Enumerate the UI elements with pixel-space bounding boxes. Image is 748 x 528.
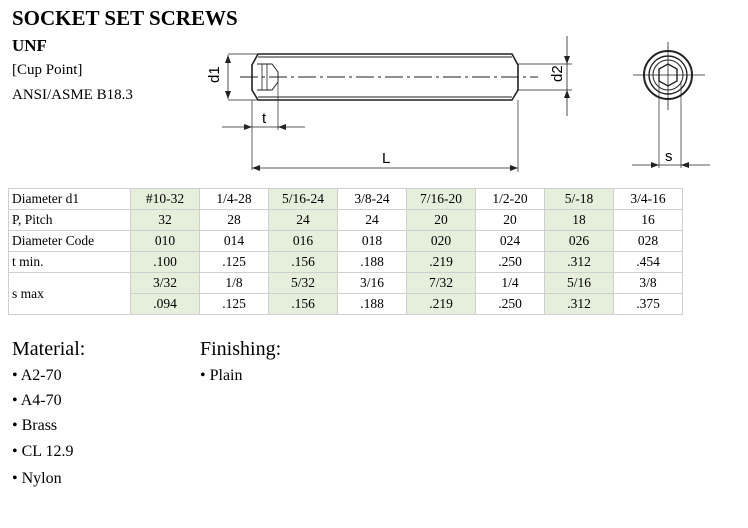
table-cell: 028	[613, 230, 683, 252]
table-cell: 3/4-16	[613, 188, 683, 210]
table-cell: 5/-18	[544, 188, 614, 210]
table-row: .094.125.156.188.219.250.312.375	[9, 293, 683, 315]
thread-type: UNF	[12, 36, 47, 55]
t-label: t	[262, 110, 267, 127]
table-cell: .454	[613, 251, 683, 273]
table-cell: 026	[544, 230, 614, 252]
finishing-item: • Plain	[200, 367, 243, 384]
table-cell: 7/16-20	[406, 188, 476, 210]
table-cell: 3/16	[337, 272, 407, 294]
row-label: s max	[8, 272, 131, 315]
table-cell: .125	[199, 293, 269, 315]
point-type: [Cup Point]	[12, 62, 83, 78]
table-cell: .312	[544, 251, 614, 273]
table-cell: .219	[406, 251, 476, 273]
row-label: t min.	[8, 251, 131, 273]
material-item: • CL 12.9	[12, 443, 74, 460]
material-item: • A2-70	[12, 367, 62, 384]
table-cell: 024	[475, 230, 545, 252]
table-cell: .250	[475, 251, 545, 273]
table-cell: .188	[337, 251, 407, 273]
row-label: Diameter d1	[8, 188, 131, 210]
table-cell: 32	[130, 209, 200, 231]
table-cell: 3/8-24	[337, 188, 407, 210]
table-cell: 014	[199, 230, 269, 252]
table-cell: .094	[130, 293, 200, 315]
table-cell: 3/8	[613, 272, 683, 294]
material-item: • Brass	[12, 417, 58, 434]
table-cell: .125	[199, 251, 269, 273]
table-cell: .100	[130, 251, 200, 273]
table-cell: 20	[406, 209, 476, 231]
table-cell: .375	[613, 293, 683, 315]
material-heading: Material:	[12, 338, 86, 360]
table-cell: 1/4	[475, 272, 545, 294]
d2-label: d2	[549, 65, 566, 82]
table-cell: 3/32	[130, 272, 200, 294]
table-cell: 020	[406, 230, 476, 252]
material-item: • A4-70	[12, 392, 62, 409]
table-cell: .219	[406, 293, 476, 315]
table-cell: .156	[268, 293, 338, 315]
table-cell: 7/32	[406, 272, 476, 294]
table-cell: 20	[475, 209, 545, 231]
table-cell: 1/2-20	[475, 188, 545, 210]
table-cell: 010	[130, 230, 200, 252]
table-row: t min..100.125.156.188.219.250.312.454	[8, 251, 683, 273]
table-cell: 5/16	[544, 272, 614, 294]
table-cell: .188	[337, 293, 407, 315]
table-cell: 1/4-28	[199, 188, 269, 210]
table-cell: #10-32	[130, 188, 200, 210]
finishing-heading: Finishing:	[200, 338, 282, 360]
table-cell: 24	[268, 209, 338, 231]
row-label: Diameter Code	[8, 230, 131, 252]
table-cell: 5/16-24	[268, 188, 338, 210]
table-cell: .312	[544, 293, 614, 315]
d1-label: d1	[206, 66, 223, 83]
row-label: P, Pitch	[8, 209, 131, 231]
table-cell: 24	[337, 209, 407, 231]
material-item: • Nylon	[12, 470, 62, 487]
table-cell: 5/32	[268, 272, 338, 294]
table-cell: .250	[475, 293, 545, 315]
table-cell: 016	[268, 230, 338, 252]
table-cell: 1/8	[199, 272, 269, 294]
standard: ANSI/ASME B18.3	[12, 87, 133, 103]
material-list: • A2-70 • A4-70 • Brass • CL 12.9 • Nylo…	[12, 367, 73, 495]
table-cell: 28	[199, 209, 269, 231]
length-label: L	[382, 150, 390, 167]
page-title: SOCKET SET SCREWS	[12, 6, 238, 30]
table-cell: 16	[613, 209, 683, 231]
table-cell: 018	[337, 230, 407, 252]
screw-drawing: d1 d2 t L s	[206, 36, 710, 172]
table-cell: 18	[544, 209, 614, 231]
s-label: s	[665, 148, 673, 165]
table-cell: .156	[268, 251, 338, 273]
